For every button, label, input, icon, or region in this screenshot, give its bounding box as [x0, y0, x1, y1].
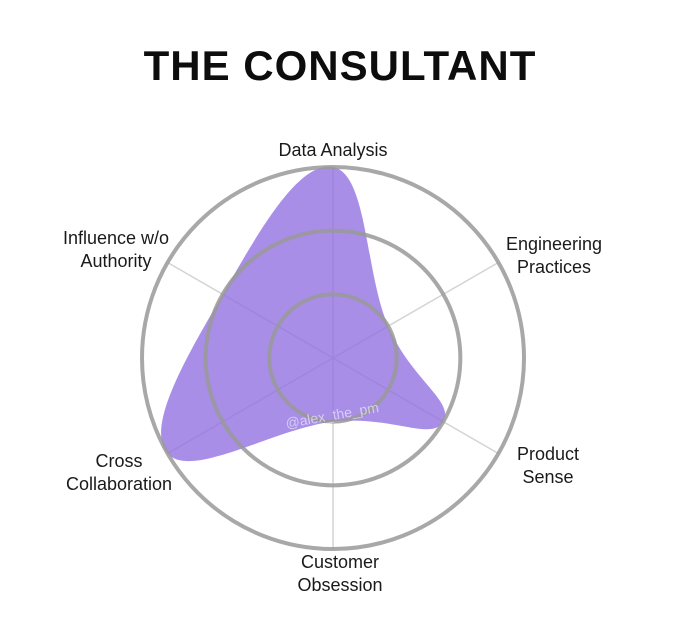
axis-label-customer-obsession: Customer Obsession [297, 552, 383, 595]
radar-ring [140, 165, 526, 551]
axis-label-cross-collaboration: Cross Collaboration [65, 451, 173, 494]
axis-label-engineering-practices: Engineering Practices [505, 234, 603, 277]
axis-label-product-sense: Product Sense [516, 444, 580, 487]
axis-label-data-analysis: Data Analysis [278, 140, 388, 160]
axis-label-influence: Influence w/o Authority [62, 228, 170, 271]
radar-data-area [161, 166, 446, 462]
radar-ring [267, 292, 399, 424]
radar-ring [203, 228, 463, 488]
chart-title: THE CONSULTANT [143, 42, 537, 89]
